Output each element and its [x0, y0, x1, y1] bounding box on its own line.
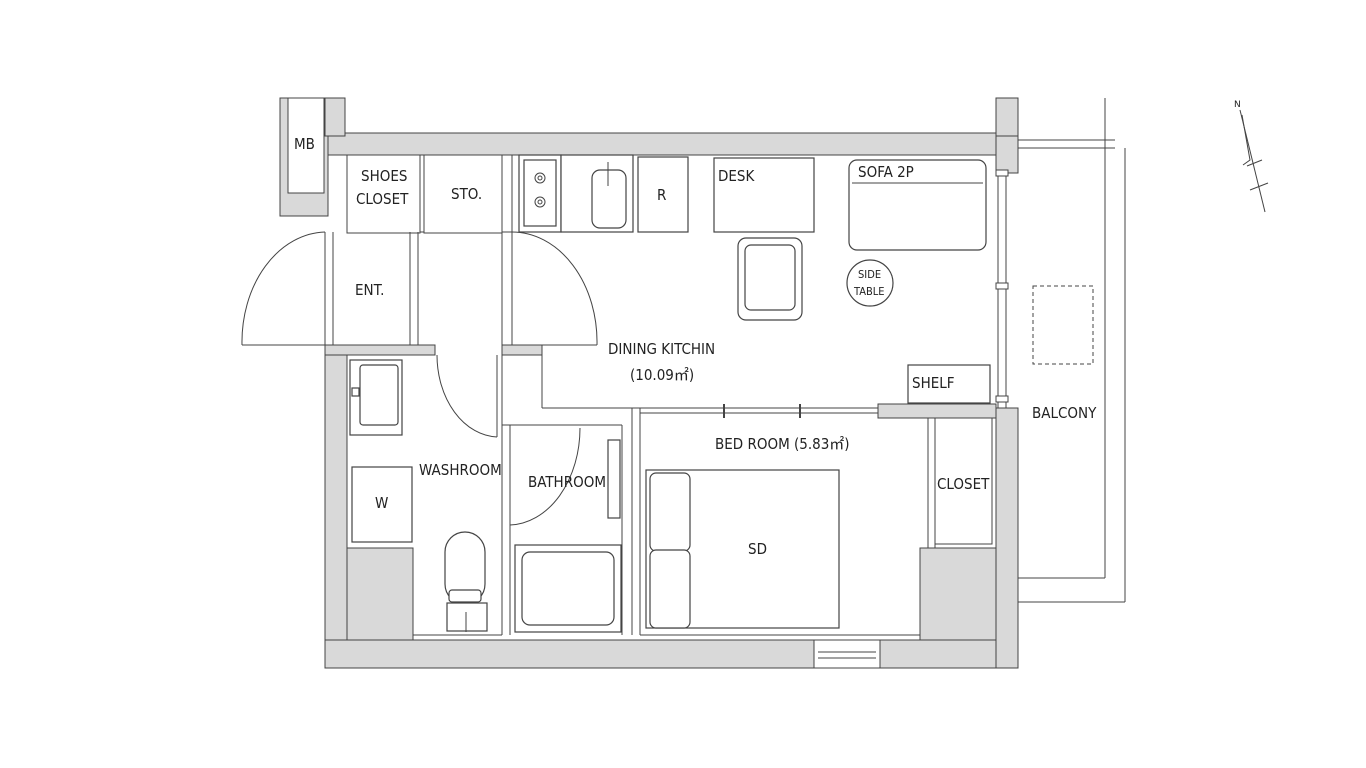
label-balcony: BALCONY: [1032, 404, 1097, 422]
balcony: [995, 98, 1126, 603]
label-side-table-1: SIDE: [858, 268, 881, 281]
label-shoes-closet-1: SHOES: [361, 167, 407, 185]
compass-icon: N: [1234, 100, 1269, 213]
label-washroom: WASHROOM: [419, 461, 502, 479]
label-washer: W: [375, 494, 388, 512]
label-dining-kitchen: DINING KITCHIN: [608, 340, 715, 358]
label-bed: SD: [748, 540, 767, 558]
interior-walls: [324, 154, 997, 640]
label-entrance: ENT.: [355, 281, 384, 299]
label-bathroom: BATHROOM: [528, 473, 606, 491]
compass-north-label: N: [1234, 100, 1241, 110]
fixtures: [349, 154, 991, 633]
label-storage: STO.: [451, 185, 482, 203]
label-shoes-closet-2: CLOSET: [356, 190, 409, 208]
label-dining-kitchen-area: (10.09㎡): [630, 366, 694, 384]
label-side-table-2: TABLE: [853, 285, 885, 298]
doors: [241, 231, 598, 526]
label-desk: DESK: [718, 167, 755, 185]
exterior-walls: [279, 97, 1019, 669]
label-refrigerator: R: [657, 186, 666, 204]
label-shelf: SHELF: [912, 374, 955, 392]
room-labels: MB SHOES CLOSET STO. R DESK SOFA 2P SIDE…: [294, 135, 1097, 558]
label-mb: MB: [294, 135, 315, 153]
label-closet: CLOSET: [937, 475, 990, 493]
label-sofa: SOFA 2P: [858, 163, 914, 181]
label-bedroom: BED ROOM (5.83㎡): [715, 435, 850, 453]
